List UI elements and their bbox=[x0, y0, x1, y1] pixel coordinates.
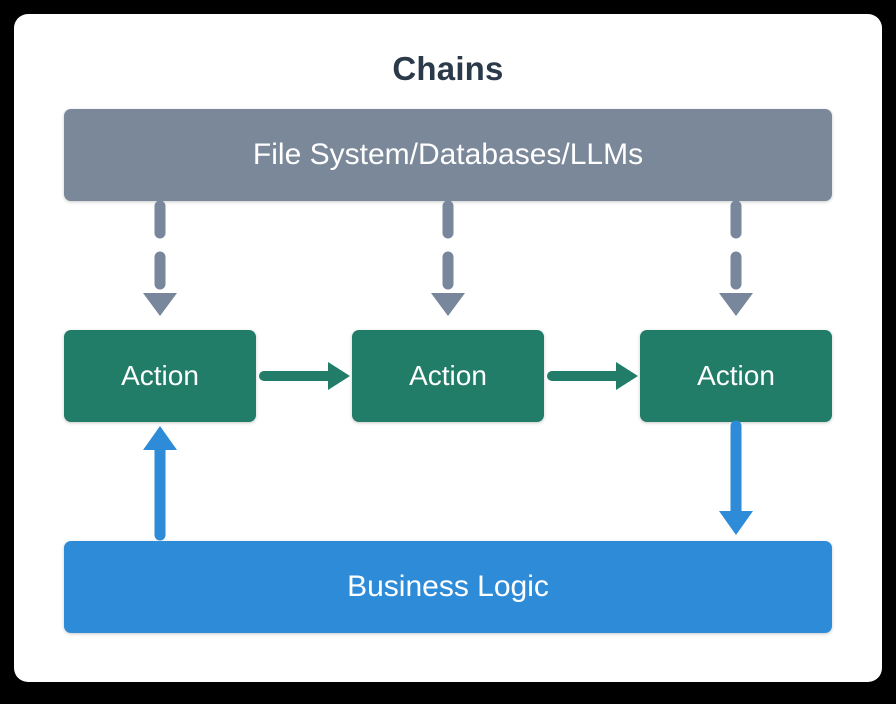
business-logic-down-arrow bbox=[719, 420, 753, 535]
action-flow-arrow-2-head bbox=[616, 362, 638, 390]
page-title: Chains bbox=[392, 50, 504, 87]
dashed-down-arrow-3-head bbox=[719, 293, 753, 316]
action-box-3-label: Action bbox=[697, 360, 775, 391]
dashed-down-arrow-1-head bbox=[143, 293, 177, 316]
business-logic-up-arrow-head bbox=[143, 426, 177, 450]
business-logic-up-arrow bbox=[143, 426, 177, 541]
dashed-down-arrow-3 bbox=[719, 200, 753, 316]
dashed-down-arrow-2 bbox=[431, 200, 465, 316]
action-box-1[interactable]: Action bbox=[64, 330, 256, 422]
action-box-2[interactable]: Action bbox=[352, 330, 544, 422]
business-logic-bar[interactable]: Business Logic bbox=[64, 541, 832, 633]
resources-bar[interactable]: File System/Databases/LLMs bbox=[64, 109, 832, 201]
action-flow-arrow-1-head bbox=[328, 362, 350, 390]
diagram-card: Chains File System/Databases/LLMs Action… bbox=[14, 14, 882, 682]
resources-bar-label: File System/Databases/LLMs bbox=[252, 138, 644, 171]
action-box-2-label: Action bbox=[409, 360, 487, 391]
business-logic-down-arrow-head bbox=[719, 511, 753, 535]
business-logic-bar-label: Business Logic bbox=[347, 570, 549, 603]
action-box-3[interactable]: Action bbox=[640, 330, 832, 422]
action-flow-arrow-2 bbox=[547, 362, 638, 390]
action-box-1-label: Action bbox=[121, 360, 199, 391]
action-flow-arrow-1 bbox=[259, 362, 350, 390]
dashed-down-arrow-2-head bbox=[431, 293, 465, 316]
dashed-down-arrow-1 bbox=[143, 200, 177, 316]
